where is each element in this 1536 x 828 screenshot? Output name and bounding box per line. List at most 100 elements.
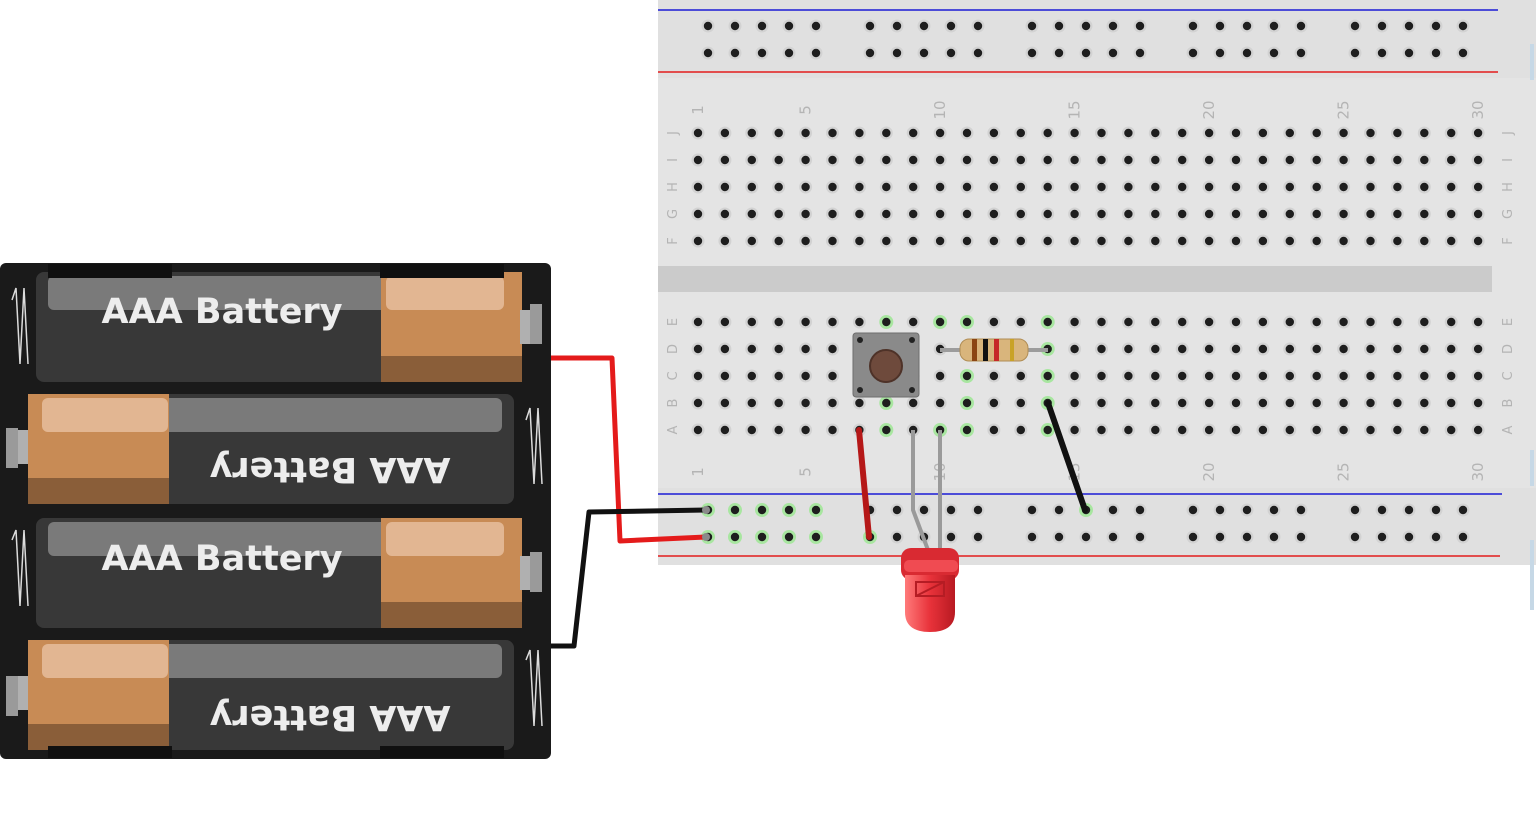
breadboard-hole[interactable] — [1070, 236, 1079, 246]
breadboard-hole[interactable] — [693, 182, 703, 192]
breadboard-hole[interactable] — [1178, 182, 1187, 192]
breadboard-hole[interactable] — [747, 344, 756, 354]
breadboard-hole[interactable] — [1366, 425, 1375, 435]
breadboard-hole[interactable] — [1178, 425, 1187, 435]
breadboard-hole[interactable] — [801, 209, 810, 219]
breadboard-hole[interactable] — [1447, 317, 1456, 327]
breadboard-hole[interactable] — [1473, 371, 1483, 381]
breadboard-hole[interactable] — [1473, 128, 1483, 138]
breadboard-hole[interactable] — [865, 21, 875, 31]
breadboard-hole[interactable] — [1215, 532, 1225, 542]
breadboard-hole[interactable] — [1269, 21, 1279, 31]
breadboard-hole[interactable] — [1124, 182, 1133, 192]
breadboard-hole[interactable] — [1204, 425, 1214, 435]
breadboard-hole[interactable] — [1447, 155, 1456, 165]
breadboard-hole[interactable] — [1016, 371, 1025, 381]
breadboard-hole[interactable] — [774, 317, 783, 327]
breadboard-hole[interactable] — [693, 317, 703, 327]
breadboard-hole[interactable] — [1473, 155, 1483, 165]
breadboard-hole[interactable] — [919, 21, 929, 31]
breadboard-hole[interactable] — [1350, 21, 1360, 31]
breadboard-hole[interactable] — [935, 155, 945, 165]
breadboard-hole[interactable] — [1377, 21, 1387, 31]
breadboard-hole[interactable] — [757, 21, 767, 31]
breadboard-hole[interactable] — [909, 236, 918, 246]
breadboard-hole[interactable] — [1151, 128, 1160, 138]
breadboard-hole[interactable] — [1016, 155, 1025, 165]
breadboard-hole[interactable] — [1242, 505, 1252, 515]
breadboard-hole[interactable] — [1431, 48, 1441, 58]
breadboard-hole[interactable] — [1420, 155, 1429, 165]
breadboard-hole[interactable] — [774, 236, 783, 246]
breadboard-hole[interactable] — [1258, 128, 1268, 138]
breadboard-hole[interactable] — [1135, 505, 1145, 515]
breadboard-hole[interactable] — [1285, 344, 1295, 354]
breadboard-hole[interactable] — [973, 48, 983, 58]
breadboard-hole[interactable] — [1339, 317, 1348, 327]
breadboard-hole[interactable] — [1377, 505, 1387, 515]
breadboard-hole[interactable] — [828, 344, 837, 354]
breadboard-hole[interactable] — [1231, 209, 1241, 219]
breadboard-hole[interactable] — [882, 155, 891, 165]
breadboard-hole[interactable] — [1339, 236, 1348, 246]
breadboard-hole[interactable] — [1204, 398, 1214, 408]
breadboard-hole[interactable] — [1458, 21, 1468, 31]
breadboard-hole[interactable] — [1366, 128, 1375, 138]
breadboard-hole[interactable] — [1027, 505, 1037, 515]
breadboard-hole[interactable] — [1431, 21, 1441, 31]
breadboard-hole[interactable] — [1016, 128, 1025, 138]
breadboard-hole[interactable] — [1312, 209, 1321, 219]
breadboard-hole[interactable] — [1231, 128, 1241, 138]
breadboard-hole[interactable] — [801, 344, 810, 354]
breadboard-hole[interactable] — [1054, 21, 1064, 31]
breadboard-hole[interactable] — [1097, 155, 1106, 165]
breadboard-hole[interactable] — [730, 532, 740, 542]
breadboard-hole[interactable] — [693, 128, 703, 138]
breadboard-hole[interactable] — [1231, 425, 1241, 435]
breadboard-hole[interactable] — [1447, 398, 1456, 408]
breadboard-hole[interactable] — [747, 371, 756, 381]
breadboard-hole[interactable] — [1285, 209, 1295, 219]
breadboard-hole[interactable] — [989, 209, 999, 219]
breadboard-hole[interactable] — [1447, 128, 1456, 138]
breadboard-hole[interactable] — [973, 532, 983, 542]
breadboard-hole[interactable] — [747, 425, 756, 435]
breadboard-hole[interactable] — [1366, 317, 1375, 327]
breadboard-hole[interactable] — [1070, 182, 1079, 192]
breadboard-hole[interactable] — [1447, 425, 1456, 435]
breadboard-hole[interactable] — [882, 236, 891, 246]
breadboard-hole[interactable] — [1135, 21, 1145, 31]
breadboard-hole[interactable] — [1204, 182, 1214, 192]
breadboard-hole[interactable] — [1151, 371, 1160, 381]
breadboard-hole[interactable] — [1420, 317, 1429, 327]
breadboard-hole[interactable] — [720, 317, 730, 327]
breadboard-hole[interactable] — [1108, 48, 1118, 58]
breadboard-hole[interactable] — [1016, 425, 1025, 435]
breadboard-hole[interactable] — [1431, 532, 1441, 542]
breadboard-hole[interactable] — [919, 505, 929, 515]
breadboard-hole[interactable] — [801, 236, 810, 246]
breadboard-hole[interactable] — [1366, 155, 1375, 165]
breadboard-hole[interactable] — [1366, 236, 1375, 246]
breadboard-hole[interactable] — [1458, 532, 1468, 542]
breadboard-hole[interactable] — [1377, 48, 1387, 58]
breadboard-hole[interactable] — [828, 155, 837, 165]
breadboard-hole[interactable] — [1366, 398, 1375, 408]
breadboard-hole[interactable] — [1285, 317, 1295, 327]
breadboard-hole[interactable] — [1108, 505, 1118, 515]
breadboard-hole[interactable] — [882, 398, 891, 408]
breadboard-hole[interactable] — [989, 128, 999, 138]
breadboard-hole[interactable] — [1081, 48, 1091, 58]
breadboard-hole[interactable] — [811, 505, 821, 515]
breadboard-hole[interactable] — [1258, 209, 1268, 219]
breadboard-hole[interactable] — [1420, 209, 1429, 219]
breadboard-hole[interactable] — [774, 344, 783, 354]
breadboard-hole[interactable] — [1178, 398, 1187, 408]
breadboard-hole[interactable] — [1473, 209, 1483, 219]
breadboard-hole[interactable] — [720, 155, 730, 165]
breadboard-hole[interactable] — [1124, 128, 1133, 138]
breadboard-hole[interactable] — [1473, 182, 1483, 192]
breadboard-hole[interactable] — [1339, 371, 1348, 381]
breadboard-hole[interactable] — [962, 155, 972, 165]
breadboard-hole[interactable] — [1285, 155, 1295, 165]
